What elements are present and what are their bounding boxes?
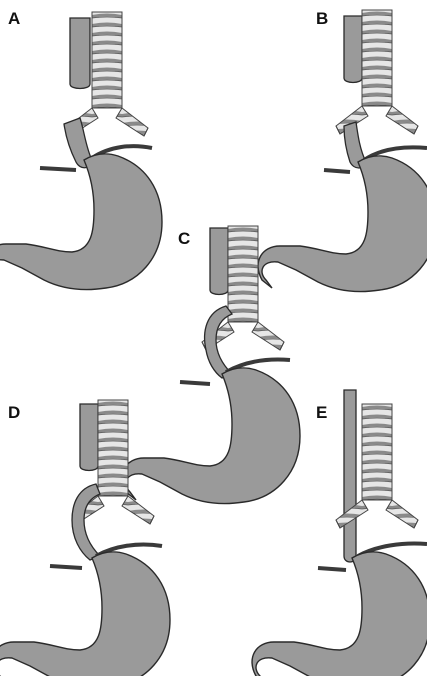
panel-a	[0, 12, 162, 290]
diaphragm	[40, 168, 76, 170]
stomach	[122, 368, 300, 504]
stomach	[258, 156, 427, 292]
esophagus-upper	[80, 404, 98, 471]
stomach	[0, 552, 170, 676]
esophagus-distal	[344, 390, 356, 562]
diaphragm	[324, 170, 350, 172]
panel-label-c: C	[178, 229, 190, 248]
esophagus-distal	[72, 484, 100, 560]
esophagus-upper	[344, 16, 362, 83]
panel-label-d: D	[8, 403, 20, 422]
esophagus-upper	[210, 228, 228, 295]
panel-b	[258, 10, 427, 292]
esophagus-upper	[70, 18, 90, 89]
stomach	[0, 154, 162, 290]
diaphragm	[50, 566, 82, 568]
panel-d	[0, 400, 170, 676]
panel-label-a: A	[8, 9, 20, 28]
panel-label-e: E	[316, 403, 327, 422]
panel-label-b: B	[316, 9, 328, 28]
panel-c	[122, 226, 300, 504]
diaphragm	[318, 568, 346, 570]
diaphragm	[180, 382, 210, 384]
